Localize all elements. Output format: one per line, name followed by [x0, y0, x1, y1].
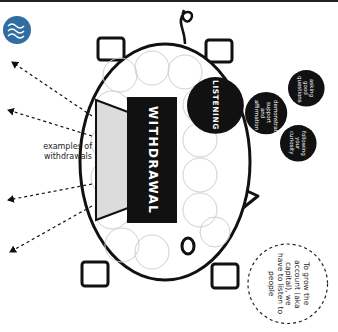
listening-circle: LISTENING [187, 77, 244, 134]
annotation-label: examples of withdrawals [28, 142, 92, 161]
practice-circle: asking good questions [288, 70, 325, 107]
withdrawal-box: WITHDRAWAL [127, 97, 177, 223]
node-text: asking good questions [297, 76, 316, 100]
node-outline [245, 92, 287, 134]
note-circle: To grow the account (aka capital), we ha… [247, 243, 329, 325]
node-text: demonstrating support and affirmation [253, 100, 278, 126]
node-text: To grow the account (aka capital), we ha… [266, 253, 309, 315]
node-text: WITHDRAWAL [145, 106, 159, 215]
node-text: following your curiosity [289, 131, 308, 155]
node-text: LISTENING [211, 80, 220, 130]
practice-circle: following your curiosity [280, 125, 317, 162]
practice-circle: demonstrating support and affirmation [245, 92, 287, 134]
